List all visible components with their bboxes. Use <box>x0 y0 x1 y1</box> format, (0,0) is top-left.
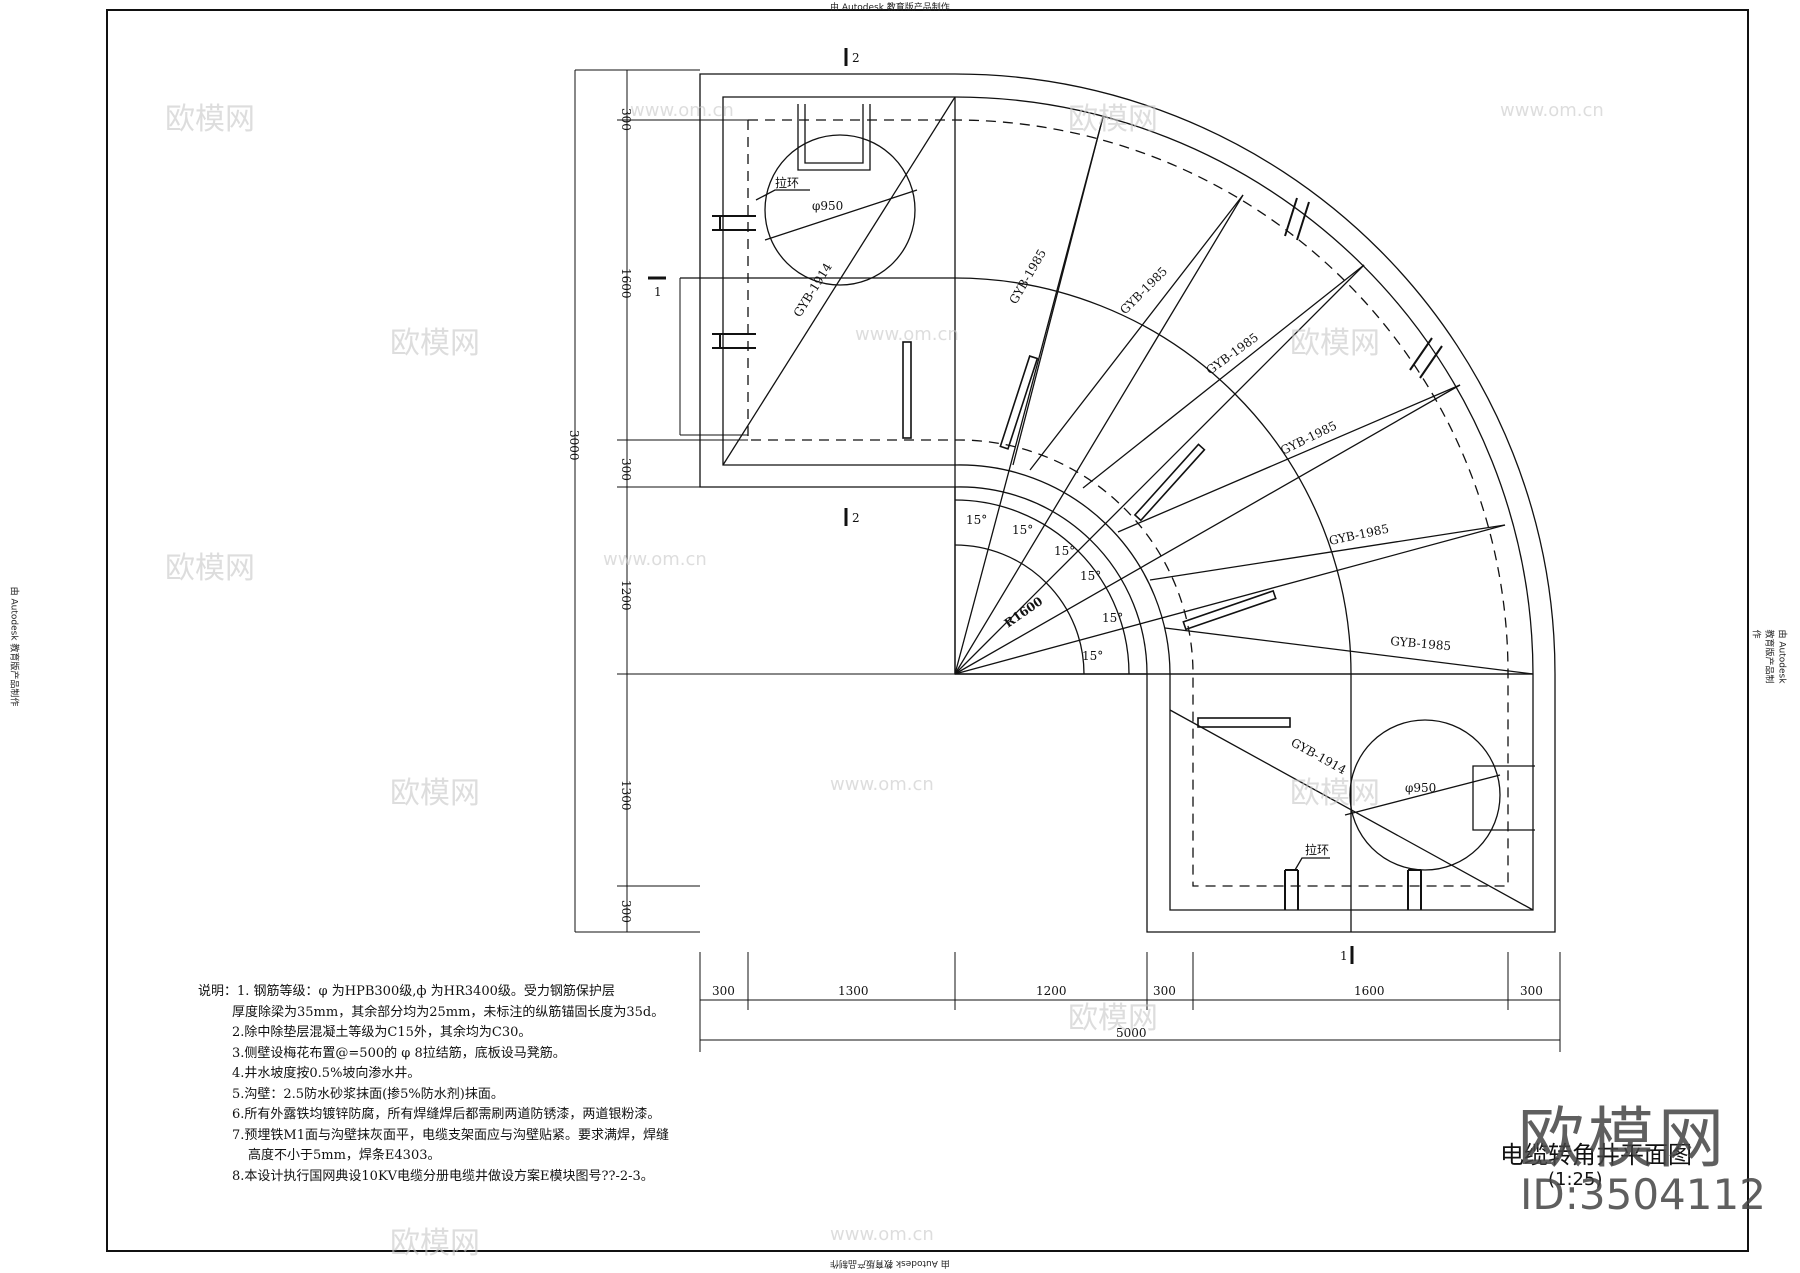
watermark: 欧模网 <box>165 551 255 586</box>
watermark: 欧模网 <box>390 1226 480 1261</box>
drawing-title: 电缆转角井平面图 <box>1500 1141 1692 1169</box>
watermark: 欧模网 <box>1068 1001 1158 1036</box>
pull-rings <box>712 197 1443 910</box>
phi-label-top: φ950 <box>812 199 843 213</box>
note-line-0: 说明：1. 钢筋等级：φ 为HPB300级,ф 为HR3400级。受力钢筋保护层 <box>198 984 615 999</box>
note-line-4: 4.井水坡度按0.5%坡向渗水井。 <box>232 1066 421 1081</box>
watermark-url: www.om.cn <box>855 324 959 345</box>
dim-left-total: 3000 <box>567 430 581 461</box>
cable-label-3: GYB-1985 <box>1278 418 1339 457</box>
note-line-2: 2.除中除垫层混凝土等级为C15外，其余均为C30。 <box>232 1025 532 1040</box>
note-line-3: 3.侧壁设梅花布置@=500的 φ 8拉结筋，底板设马凳筋。 <box>232 1045 566 1061</box>
note-line-7: 7.预埋铁M1面与沟壁抹灰面平，电缆支架面应与沟壁贴紧。要求满焊，焊缝 <box>232 1127 669 1143</box>
angle-arc-2 <box>954 499 1130 675</box>
angle-label-2: 15° <box>1054 544 1075 558</box>
drawing-scale: (1:25) <box>1548 1169 1603 1190</box>
section-2-bottom: 2 <box>852 511 860 525</box>
dim-left-1: 1600 <box>619 268 633 299</box>
dim-left-5: 300 <box>619 900 633 923</box>
inner-arc <box>954 464 1171 675</box>
note-line-6: 6.所有外露铁均镀锌防腐，所有焊缝焊后都需刷两道防锈漆，两道银粉漆。 <box>232 1107 661 1122</box>
note-line-8: 高度不小于5mm，焊条E4303。 <box>248 1148 441 1163</box>
design-notes: 说明：1. 钢筋等级：φ 为HPB300级,ф 为HR3400级。受力钢筋保护层… <box>198 982 718 1187</box>
side-notice-left: 由 Autodesk 教育版产品制作 <box>8 586 19 707</box>
watermark: 欧模网 <box>390 326 480 361</box>
outer-wall <box>699 73 1556 933</box>
angle-arc-1 <box>954 544 1085 675</box>
dim-bottom-0: 300 <box>712 984 735 998</box>
bracket-1 <box>902 341 912 439</box>
title-block: 电缆转角井平面图 (1:25) <box>1500 1135 1692 1190</box>
dim-bottom-1: 1300 <box>838 984 869 998</box>
watermark-url: www.om.cn <box>1500 100 1604 121</box>
note-line-5: 5.沟壁：2.5防水砂浆抹面(掺5%防水剂)抹面。 <box>232 1086 504 1102</box>
angle-label-3: 15° <box>1080 569 1101 583</box>
ring-leader-top <box>755 189 810 201</box>
cable-label-0: GYB-1985 <box>1006 247 1049 307</box>
logo: 欧模网 <box>1518 1100 1728 1177</box>
sump-circle-top <box>764 134 916 286</box>
angle-label-1: 15° <box>1012 523 1033 537</box>
radius-label: R1600 <box>1002 594 1046 630</box>
dim-total: 5000 <box>1116 1026 1147 1040</box>
cable-label-5: GYB-1985 <box>1390 634 1452 653</box>
ring-label-bottom: 拉环 <box>1305 842 1329 857</box>
inner-arc-2 <box>954 486 1148 675</box>
phi-dim-top <box>764 189 918 241</box>
header-notice: 由 Autodesk 教育版产品制作 <box>830 3 950 13</box>
watermark-url: www.om.cn <box>630 100 734 121</box>
angle-label-5: 15° <box>1082 649 1103 663</box>
phi-dim-bottom <box>1344 774 1501 816</box>
bracket-4 <box>1133 443 1206 522</box>
dim-left-3: 1200 <box>619 580 633 611</box>
sheet-border <box>106 9 1749 1252</box>
dim-bottom-5: 300 <box>1520 984 1543 998</box>
watermark: 欧模网 <box>165 102 255 137</box>
dashed-outline <box>747 119 1509 887</box>
sump-circle-bottom <box>1349 719 1501 871</box>
watermark-url: www.om.cn <box>830 1224 934 1245</box>
dim-left-2: 300 <box>619 458 633 481</box>
mid-arc <box>680 277 1352 932</box>
bracket-3 <box>999 355 1039 450</box>
watermark-url: www.om.cn <box>603 549 707 570</box>
diag-upper <box>722 96 956 466</box>
dim-left-4: 1300 <box>619 780 633 811</box>
radial-lines <box>954 116 1534 675</box>
side-notice-right: 由 Autodesk 教育版产品制作 <box>1750 629 1787 684</box>
section-1-bottom: 1 <box>1340 949 1348 963</box>
bracket-5 <box>1182 589 1277 631</box>
footer-notice: 由 Autodesk 教育版产品制作 <box>830 1258 950 1268</box>
watermark: 欧模网 <box>390 776 480 811</box>
watermark: 欧模网 <box>1068 102 1158 137</box>
watermark: 欧模网 <box>1290 776 1380 811</box>
dashed-inner-arc <box>954 439 1194 675</box>
dim-bottom-2: 1200 <box>1036 984 1067 998</box>
pit-top <box>797 104 871 171</box>
section-marks <box>648 48 1354 964</box>
diag-label-0: GYB-1914 <box>791 260 835 319</box>
watermark-url: www.om.cn <box>830 774 934 795</box>
phi-label-bottom: φ950 <box>1405 781 1436 795</box>
inner-wall <box>722 96 1534 911</box>
dim-left-0: 300 <box>619 108 633 131</box>
watermark: 欧模网 <box>1290 326 1380 361</box>
cable-label-1: GYB-1985 <box>1117 264 1170 317</box>
logo-id: ID:3504112 <box>1520 1170 1766 1219</box>
angle-label-4: 15° <box>1102 611 1123 625</box>
ring-label-top: 拉环 <box>775 175 799 190</box>
dim-left <box>574 69 955 933</box>
bracket-2 <box>1197 717 1291 728</box>
dim-bottom <box>699 952 1561 1052</box>
pit-right <box>1472 765 1535 831</box>
section-2-top: 2 <box>852 51 860 65</box>
angle-label-0: 15° <box>966 513 987 527</box>
note-line-9: 8.本设计执行国网典设10KV电缆分册电缆井做设方案E模块图号??-2-3。 <box>232 1168 654 1184</box>
note-line-1: 厚度除梁为35mm，其余部分均为25mm，未标注的纵筋锚固长度为35d。 <box>232 1004 665 1020</box>
dim-bottom-4: 1600 <box>1354 984 1385 998</box>
dim-bottom-3: 300 <box>1153 984 1176 998</box>
ring-leader-bottom <box>1294 857 1330 871</box>
section-1-left: 1 <box>654 285 662 299</box>
